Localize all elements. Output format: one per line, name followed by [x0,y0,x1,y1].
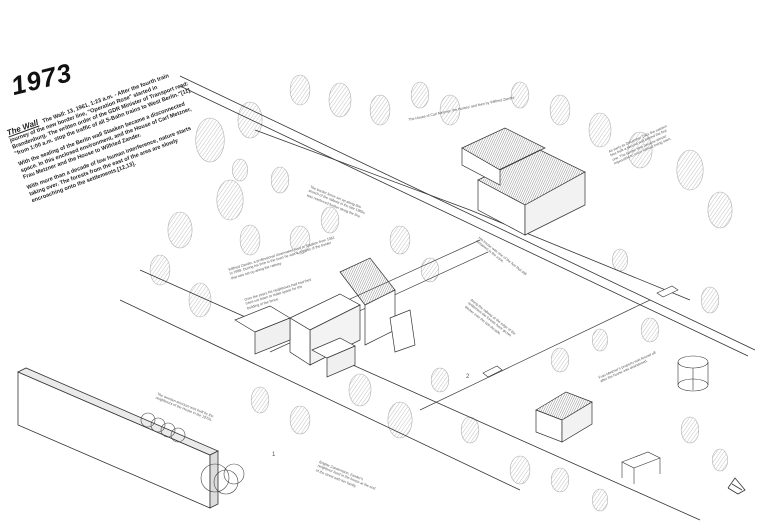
tree-canopy [700,286,720,314]
tree-canopy [460,416,480,444]
tree-canopy [640,317,660,343]
tree-canopy [711,448,728,472]
tree-canopy [410,81,430,109]
marker-number-2: 2 [466,374,470,380]
tree-canopy [270,166,290,194]
railway-lines [119,75,756,521]
tree-canopy [510,81,530,109]
tree-canopy [232,158,249,182]
tree-canopy [420,257,440,283]
tree-canopy [149,254,171,286]
tree-canopy [237,101,263,139]
house-brigitte-zandemann [535,391,593,443]
tree-canopies [149,74,733,512]
tree-canopy [369,94,391,126]
cars [482,285,679,378]
tree-canopy [439,94,461,126]
tree-canopy [348,373,372,407]
tree-canopy [389,225,411,255]
tree-canopy [591,488,608,512]
barbed-wire-coils [140,412,245,495]
tree-canopy [680,416,700,444]
tree-canopy [588,112,612,148]
house-carl-metzner [461,127,586,236]
tree-canopy [707,191,733,229]
tree-canopy [387,401,413,439]
tree-canopy [509,455,531,485]
tree-canopy [627,131,653,169]
tree-canopy [216,179,244,221]
tree-canopy [430,367,450,393]
tree-canopy [320,206,340,234]
tree-canopy [611,248,628,272]
tree-canopy [195,117,225,163]
tree-canopy [289,405,311,435]
tree-canopy [549,94,571,126]
tree-canopy [550,347,570,373]
tree-canopy [550,467,570,493]
tree-canopy [167,211,193,249]
north-arrow-icon [727,477,746,495]
marker-number-1: 1 [272,452,276,458]
tree-canopy [239,224,261,256]
tree-canopy [289,74,311,106]
tree-canopy [591,328,608,352]
tree-canopy [188,282,212,318]
tree-canopy [676,149,704,191]
wooden-structures [621,355,709,484]
tree-canopy [250,386,270,414]
tree-canopy [289,225,311,255]
berlin-wall-segment [17,367,219,509]
house-wilfried-zander [234,257,416,378]
tree-canopy [328,82,352,118]
